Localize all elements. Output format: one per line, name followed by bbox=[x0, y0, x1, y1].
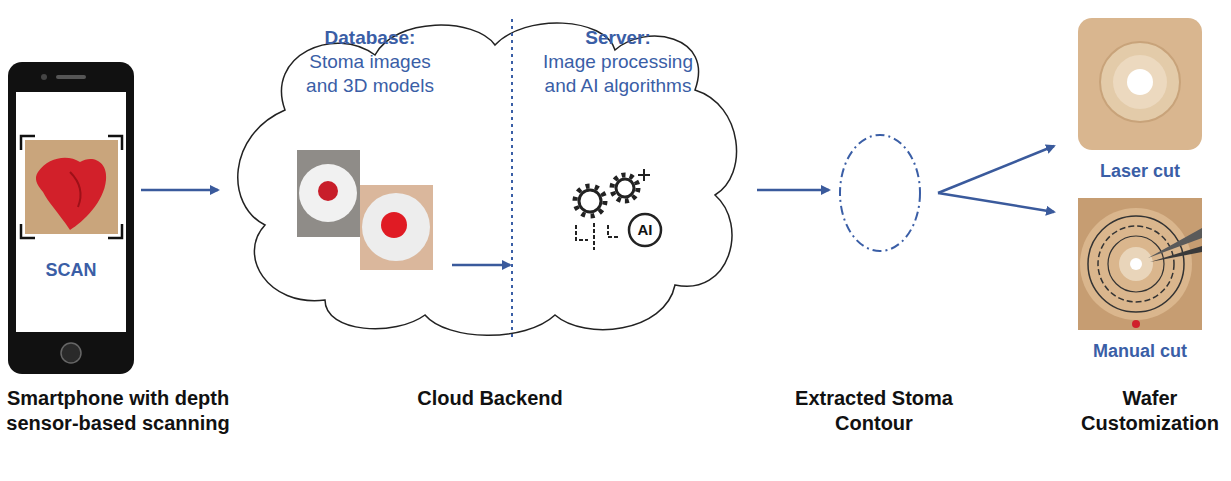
node-caption: Extracted Stoma Contour bbox=[784, 386, 964, 436]
cloud-drawing bbox=[511, 19, 513, 341]
server-drawing bbox=[638, 169, 650, 181]
phone-illustration bbox=[8, 62, 134, 374]
server-drawing bbox=[576, 223, 618, 250]
manual-drawing bbox=[1132, 320, 1140, 328]
phone-drawing bbox=[56, 75, 86, 79]
laser-drawing bbox=[1127, 69, 1153, 95]
manual-drawing bbox=[1130, 258, 1142, 270]
flow-arrow bbox=[141, 189, 218, 192]
laser-drawing bbox=[1078, 18, 1202, 150]
flow-arrow bbox=[938, 193, 1054, 212]
laser-cut-wafer: Laser cut bbox=[1078, 18, 1202, 150]
laser-illustration bbox=[1078, 18, 1202, 150]
laser-drawing bbox=[1100, 42, 1180, 122]
cloud-backend: Cloud BackendDatabase:Stoma images and 3… bbox=[225, 15, 750, 345]
node-caption: Manual cut bbox=[1070, 340, 1210, 362]
phone-drawing bbox=[21, 136, 122, 238]
flow-arrow bbox=[757, 189, 829, 192]
server-drawing bbox=[616, 179, 634, 197]
flow-arrow bbox=[452, 264, 510, 267]
node-caption: Smartphone with depth sensor-based scann… bbox=[6, 386, 230, 436]
smartphone: SCANSmartphone with depth sensor-based s… bbox=[8, 62, 134, 374]
phone-drawing bbox=[70, 172, 80, 207]
node-caption: Laser cut bbox=[1070, 160, 1210, 182]
db-drawing bbox=[362, 193, 430, 261]
node-body: Image processing and AI algorithms bbox=[528, 50, 708, 98]
phone-drawing bbox=[25, 140, 118, 234]
flow-arrow bbox=[938, 146, 1054, 193]
db-drawing bbox=[360, 185, 433, 270]
manual-drawing bbox=[1098, 226, 1174, 302]
manual-drawing bbox=[1119, 247, 1153, 281]
contour-illustration bbox=[836, 131, 924, 255]
node-heading: Server: bbox=[528, 26, 708, 50]
server-region: Server:Image processing and AI algorithm… bbox=[518, 25, 718, 283]
phone-drawing bbox=[8, 62, 134, 374]
node-body: Stoma images and 3D models bbox=[298, 50, 442, 98]
node-heading: Database: bbox=[298, 26, 442, 50]
contour-drawing bbox=[840, 135, 920, 251]
manual-drawing bbox=[1150, 246, 1202, 262]
stoma-contour: Extracted Stoma Contour bbox=[836, 131, 924, 255]
phone-drawing bbox=[61, 343, 81, 363]
server-drawing bbox=[575, 186, 605, 216]
laser-drawing bbox=[1113, 55, 1167, 109]
ai-icon-text: AI bbox=[630, 220, 660, 240]
phone-drawing bbox=[16, 92, 126, 332]
db-drawing bbox=[299, 164, 357, 222]
stage-caption: Wafer Customization bbox=[1070, 386, 1230, 436]
manual-drawing bbox=[1088, 216, 1184, 312]
cloud-drawing bbox=[238, 23, 737, 335]
manual-drawing bbox=[1108, 236, 1164, 292]
server-drawing bbox=[612, 175, 638, 201]
db-drawing bbox=[381, 212, 407, 238]
phone-drawing bbox=[36, 158, 106, 230]
node-heading: SCAN bbox=[8, 258, 134, 282]
manual-illustration bbox=[1078, 198, 1202, 330]
server-drawing bbox=[629, 214, 661, 246]
phone-drawing bbox=[41, 74, 47, 80]
manual-cut-wafer: Manual cut bbox=[1078, 198, 1202, 330]
server-drawing bbox=[579, 190, 601, 212]
database-region: Database:Stoma images and 3D models bbox=[290, 25, 450, 283]
db-drawing bbox=[297, 150, 360, 237]
manual-drawing bbox=[1078, 198, 1202, 330]
node-caption: Cloud Backend bbox=[380, 386, 600, 411]
manual-drawing bbox=[1080, 208, 1192, 320]
db-drawing bbox=[318, 181, 338, 201]
